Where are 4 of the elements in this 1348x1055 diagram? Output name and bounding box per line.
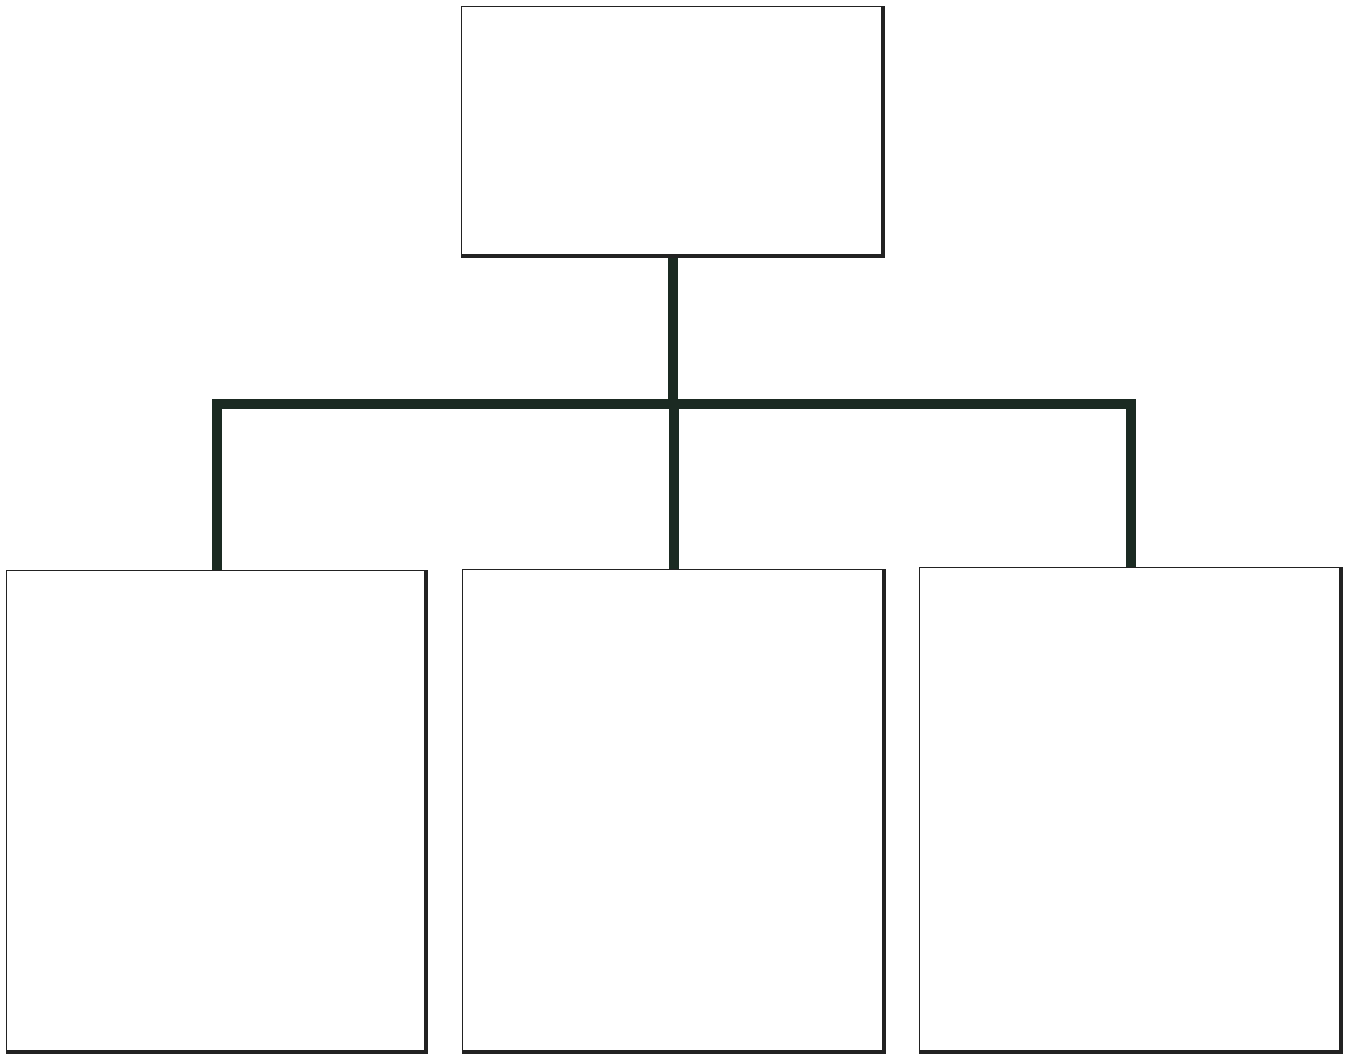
empty-box bbox=[6, 570, 428, 1054]
empty-box bbox=[461, 6, 885, 258]
empty-box bbox=[462, 569, 886, 1054]
empty-box bbox=[919, 567, 1343, 1054]
